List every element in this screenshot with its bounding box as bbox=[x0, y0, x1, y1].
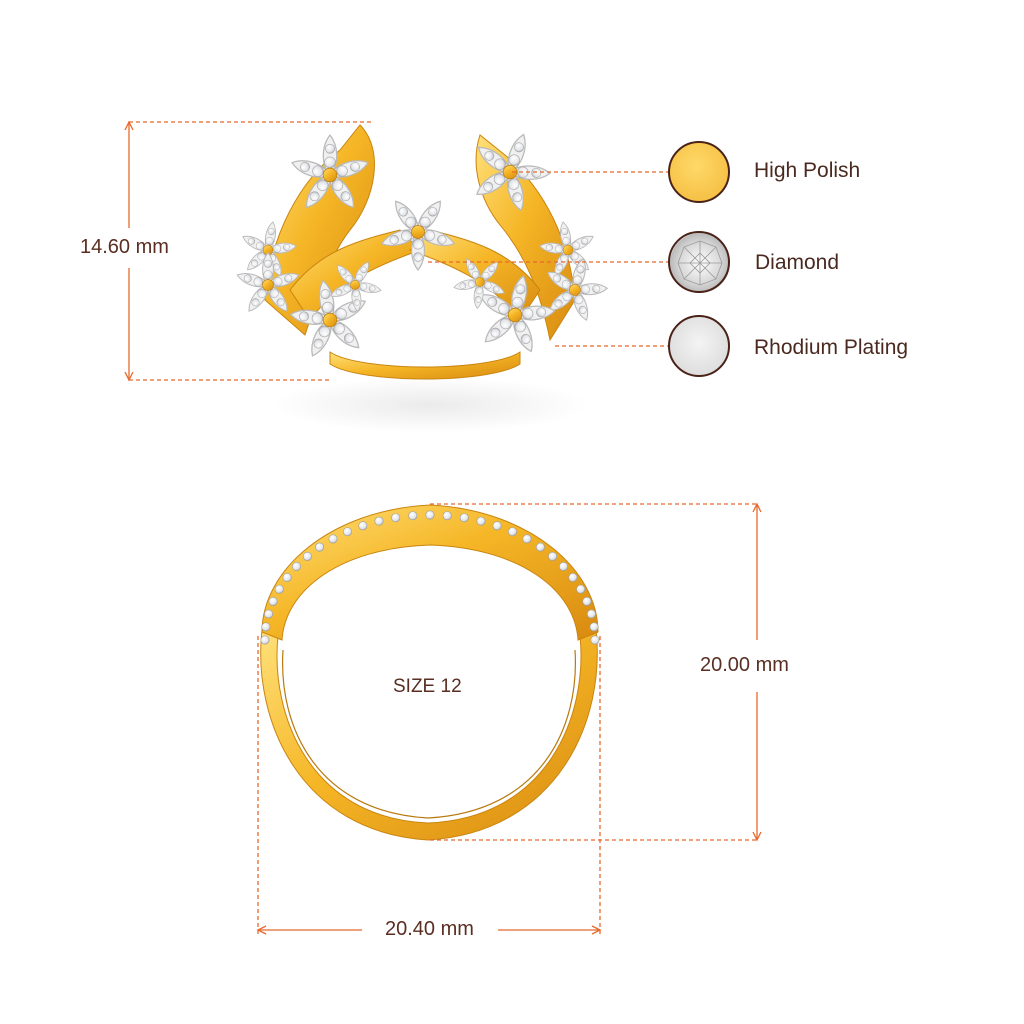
legend-label-high-polish: High Polish bbox=[754, 159, 861, 182]
legend-label-diamond: Diamond bbox=[755, 251, 840, 274]
side-diamond-stone bbox=[459, 513, 469, 523]
rhodium-swatch-icon bbox=[668, 315, 730, 377]
side-diamond-stone bbox=[391, 513, 401, 523]
side-diamond-stone bbox=[476, 516, 486, 526]
side-diamond-stone bbox=[576, 584, 586, 594]
dimension-lines bbox=[124, 120, 762, 935]
gold-swatch-icon bbox=[668, 141, 730, 203]
arrowhead-up-icon bbox=[124, 120, 134, 131]
side-diamond-stone bbox=[535, 542, 545, 552]
side-diamond-stone bbox=[582, 596, 592, 606]
side-diamond-stone bbox=[374, 516, 384, 526]
side-diamond-stone bbox=[302, 551, 312, 561]
side-diamond-stone bbox=[492, 521, 502, 531]
side-diamond-stone bbox=[590, 635, 600, 645]
side-diamond-stone bbox=[507, 527, 517, 537]
side-diamond-stone bbox=[586, 609, 596, 619]
ring-side-view bbox=[260, 504, 600, 841]
side-diamond-stone bbox=[568, 572, 578, 582]
side-diamond-stone bbox=[315, 542, 325, 552]
side-diamond-stone bbox=[558, 561, 568, 571]
side-diamond-stone bbox=[328, 534, 338, 544]
ring-top-view bbox=[235, 121, 614, 433]
side-diamond-stone bbox=[548, 551, 558, 561]
legend-label-rhodium-plating: Rhodium Plating bbox=[754, 336, 909, 359]
side-diamond-stone bbox=[274, 584, 284, 594]
dim-label-side-height: 20.00 mm bbox=[700, 654, 789, 677]
side-diamond-stone bbox=[425, 510, 435, 520]
side-diamond-stone bbox=[408, 511, 418, 521]
diamond-swatch-icon bbox=[668, 231, 730, 293]
side-diamond-stone bbox=[522, 534, 532, 544]
side-diamond-stone bbox=[260, 635, 270, 645]
arrowhead-right-icon bbox=[591, 925, 602, 935]
side-diamond-stone bbox=[282, 572, 292, 582]
side-diamond-stone bbox=[261, 622, 271, 632]
arrowhead-down-icon bbox=[124, 371, 134, 382]
side-diamond-stone bbox=[442, 511, 452, 521]
side-diamond-stone bbox=[589, 622, 599, 632]
side-diamond-stone bbox=[358, 521, 368, 531]
arrowhead-down-icon bbox=[752, 831, 762, 842]
side-diamond-stone bbox=[268, 596, 278, 606]
arrowhead-up-icon bbox=[752, 502, 762, 513]
ring-size-label: SIZE 12 bbox=[393, 676, 462, 697]
side-diamond-stone bbox=[291, 561, 301, 571]
side-diamond-stone bbox=[264, 609, 274, 619]
side-diamond-stone bbox=[342, 527, 352, 537]
dim-label-side-width: 20.40 mm bbox=[381, 918, 478, 941]
dim-label-top-height: 14.60 mm bbox=[80, 236, 169, 259]
arrowhead-left-icon bbox=[256, 925, 267, 935]
